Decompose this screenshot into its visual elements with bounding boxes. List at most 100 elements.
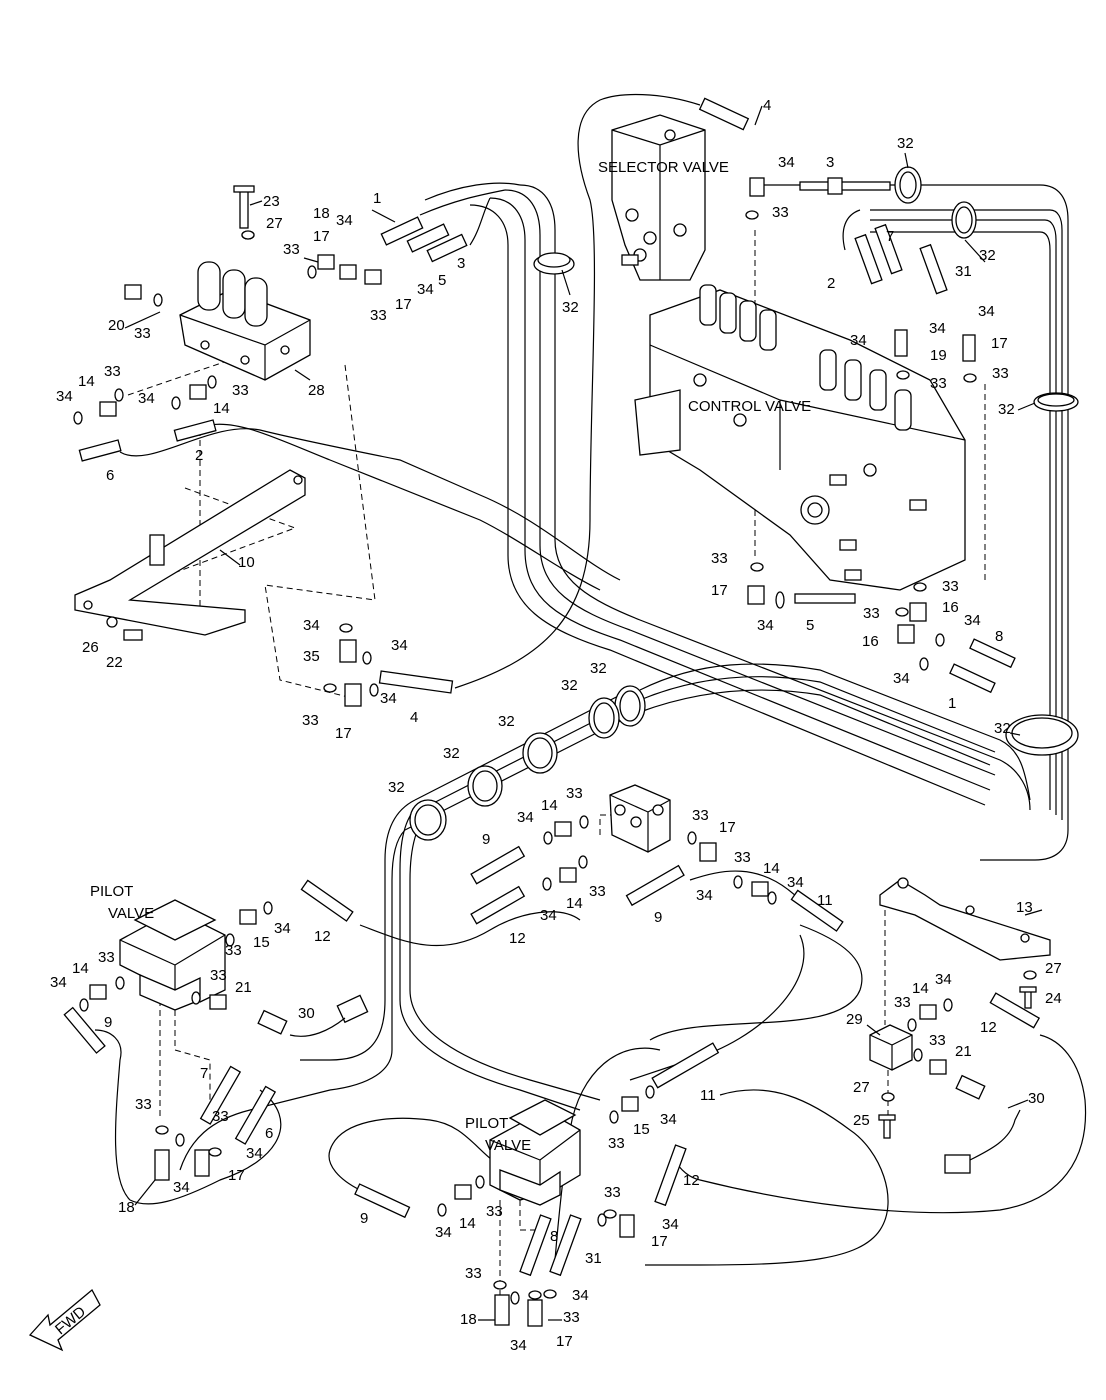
callout-number: 18 (313, 205, 330, 222)
callout-number: 12 (509, 930, 526, 947)
callout-number: 3 (826, 154, 834, 171)
pilot-valve-left-label-line1: PILOT (90, 883, 133, 900)
callout-number: 24 (1045, 990, 1062, 1007)
callout-number: 4 (763, 97, 771, 114)
callout-number: 15 (253, 934, 270, 951)
callout-number: 17 (556, 1333, 573, 1350)
callout-number: 9 (104, 1014, 112, 1031)
pilot-valve-left (119, 899, 226, 1011)
callout-number: 25 (853, 1112, 870, 1129)
solenoid-valve-block (179, 185, 311, 381)
callout-number: 34 (246, 1145, 263, 1162)
callout-number: 32 (979, 247, 996, 264)
pilot-valve-bottom-label-line2: VALVE (485, 1137, 531, 1154)
callout-number: 34 (50, 974, 67, 991)
callout-number: 33 (734, 849, 751, 866)
pilot-valve-bottom-label-line1: PILOT (465, 1115, 508, 1132)
callout-number: 12 (980, 1019, 997, 1036)
callout-number: 33 (992, 365, 1009, 382)
callout-number: 11 (700, 1087, 716, 1104)
callout-number: 3 (457, 255, 465, 272)
callout-number: 5 (806, 617, 814, 634)
callout-number: 34 (274, 920, 291, 937)
callout-number: 14 (763, 860, 780, 877)
callout-number: 17 (711, 582, 728, 599)
callout-number: 34 (850, 332, 867, 349)
callout-number: 12 (683, 1172, 700, 1189)
callout-number: 14 (566, 895, 583, 912)
callout-number: 34 (935, 971, 952, 988)
leader-lines (124, 105, 1043, 1321)
callout-number: 33 (863, 605, 880, 622)
junction-block-center (609, 784, 671, 853)
callout-number: 8 (995, 628, 1003, 645)
callout-number: 32 (561, 677, 578, 694)
callout-number: 33 (134, 325, 151, 342)
callout-number: 14 (912, 980, 929, 997)
callout-number: 34 (510, 1337, 527, 1354)
callout-number: 33 (589, 883, 606, 900)
callout-number: 1 (373, 190, 381, 207)
callout-number: 15 (633, 1121, 650, 1138)
callout-number: 26 (82, 639, 99, 656)
callout-number: 34 (56, 388, 73, 405)
callout-number: 27 (853, 1079, 870, 1096)
callout-number: 34 (173, 1179, 190, 1196)
callout-number: 27 (1045, 960, 1062, 977)
callout-number: 31 (955, 263, 972, 280)
clamp-rings (409, 166, 1079, 841)
callout-number: 18 (460, 1311, 477, 1328)
callout-number: 33 (210, 967, 227, 984)
callout-number: 34 (435, 1224, 452, 1241)
elbow-fittings (89, 177, 976, 1327)
callout-number: 19 (930, 347, 947, 364)
pilot-valve-left-label-line2: VALVE (108, 905, 154, 922)
callout-number: 33 (135, 1096, 152, 1113)
callout-number: 33 (98, 949, 115, 966)
sensors-30 (257, 994, 1021, 1174)
callout-number: 34 (660, 1111, 677, 1128)
callout-number: 34 (929, 320, 946, 337)
callout-number: 4 (410, 709, 418, 726)
callout-number: 33 (930, 375, 947, 392)
callout-number: 33 (465, 1265, 482, 1282)
callout-number: 33 (370, 307, 387, 324)
callout-number: 23 (263, 193, 280, 210)
callout-number: 18 (118, 1199, 135, 1216)
callout-number: 27 (266, 215, 283, 232)
callout-number: 10 (238, 554, 255, 571)
callout-number: 6 (106, 467, 114, 484)
pilot-valve-bottom (489, 1099, 581, 1206)
callout-number: 33 (772, 204, 789, 221)
callout-number: 33 (692, 807, 709, 824)
callout-number: 35 (303, 648, 320, 665)
callout-number: 34 (893, 670, 910, 687)
selector-valve-body (611, 114, 706, 281)
callout-number: 34 (138, 390, 155, 407)
callout-number: 1 (948, 695, 956, 712)
callout-number: 33 (929, 1032, 946, 1049)
callout-number: 34 (303, 617, 320, 634)
callout-number: 2 (195, 447, 203, 464)
callout-number: 33 (894, 994, 911, 1011)
callout-number: 34 (696, 887, 713, 904)
callout-number: 34 (757, 617, 774, 634)
callout-number: 20 (108, 317, 125, 334)
callout-numbers: 23 27 1 18 34 17 33 3 5 34 17 33 20 33 2… (50, 97, 1062, 1354)
callout-number: 31 (585, 1250, 602, 1267)
callout-number: 13 (1016, 899, 1033, 916)
control-valve-label: CONTROL VALVE (688, 398, 811, 415)
callout-number: 8 (550, 1228, 558, 1245)
callout-number: 7 (200, 1065, 208, 1082)
callout-number: 9 (482, 831, 490, 848)
callout-number: 17 (651, 1233, 668, 1250)
callout-number: 32 (388, 779, 405, 796)
callout-number: 6 (265, 1125, 273, 1142)
callout-number: 21 (235, 979, 252, 996)
callout-number: 33 (711, 550, 728, 567)
hoses (63, 97, 1041, 1277)
callout-number: 34 (540, 907, 557, 924)
callout-number: 21 (955, 1043, 972, 1060)
callout-number: 34 (787, 874, 804, 891)
callout-number: 33 (942, 578, 959, 595)
